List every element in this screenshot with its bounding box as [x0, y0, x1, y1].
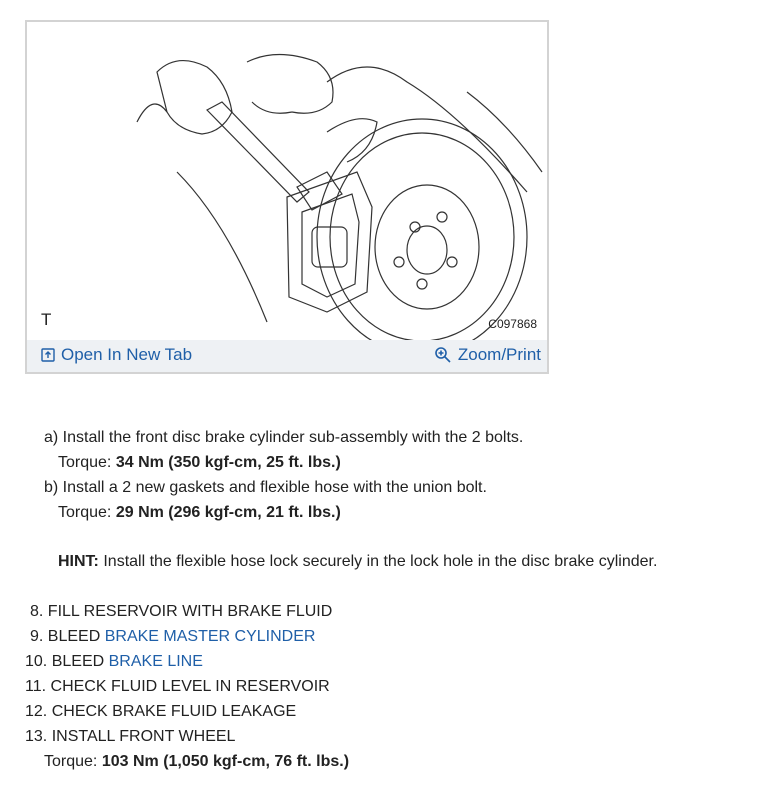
list-item: 8. FILL RESERVOIR WITH BRAKE FLUID	[30, 602, 332, 622]
illustration-panel: T C097868 Open In New Tab Zoom/Print	[25, 20, 549, 374]
list-number: 9.	[30, 628, 44, 645]
figure-toolbar: Open In New Tab Zoom/Print	[27, 340, 547, 372]
list-number: 8.	[30, 603, 44, 620]
step-a-torque: Torque: 34 Nm (350 kgf-cm, 25 ft. lbs.)	[58, 453, 341, 473]
list-number: 13.	[25, 728, 48, 745]
torque-value: 29 Nm (296 kgf-cm, 21 ft. lbs.)	[115, 504, 341, 521]
list-text: FILL RESERVOIR WITH BRAKE FLUID	[47, 603, 333, 620]
torque-value: 34 Nm (350 kgf-cm, 25 ft. lbs.)	[115, 454, 341, 471]
torque-label: Torque:	[44, 753, 98, 770]
torque-label: Torque:	[58, 454, 112, 471]
list-item: 13. INSTALL FRONT WHEEL	[25, 727, 235, 747]
zoom-print-button[interactable]: Zoom/Print	[434, 345, 541, 365]
brake-caliper-illustration	[136, 53, 543, 342]
list-number: 11.	[25, 678, 47, 695]
list-number: 12.	[25, 703, 48, 720]
figure-code: C097868	[488, 317, 537, 331]
list-item: 9. BLEED BRAKE MASTER CYLINDER	[30, 627, 315, 647]
hint: HINT: Install the flexible hose lock sec…	[58, 552, 657, 572]
brake-line-link[interactable]: BRAKE LINE	[108, 653, 203, 670]
step-a-text: a) Install the front disc brake cylinder…	[44, 429, 524, 446]
zoom-label: Zoom/Print	[457, 345, 541, 364]
open-in-new-tab-button[interactable]: Open In New Tab	[41, 345, 192, 365]
list-item: 12. CHECK BRAKE FLUID LEAKAGE	[25, 702, 296, 722]
torque-value: 103 Nm (1,050 kgf-cm, 76 ft. lbs.)	[101, 753, 350, 770]
list-text: BLEED	[51, 653, 105, 670]
list-item: 11. CHECK FLUID LEVEL IN RESERVOIR	[25, 677, 330, 697]
zoom-icon	[435, 347, 451, 363]
brake-master-cylinder-link[interactable]: BRAKE MASTER CYLINDER	[104, 628, 316, 645]
final-torque: Torque: 103 Nm (1,050 kgf-cm, 76 ft. lbs…	[44, 752, 349, 772]
list-text: INSTALL FRONT WHEEL	[51, 728, 236, 745]
list-item: 10. BLEED BRAKE LINE	[25, 652, 203, 672]
list-text: BLEED	[47, 628, 101, 645]
step-b-torque: Torque: 29 Nm (296 kgf-cm, 21 ft. lbs.)	[58, 503, 341, 523]
torque-label: Torque:	[58, 504, 112, 521]
corner-label: T	[41, 310, 52, 329]
hint-text: Install the flexible hose lock securely …	[103, 553, 658, 570]
list-text: CHECK BRAKE FLUID LEAKAGE	[51, 703, 297, 720]
list-number: 10.	[25, 653, 48, 670]
hint-label: HINT:	[58, 553, 99, 570]
open-tab-label: Open In New Tab	[61, 345, 193, 364]
open-tab-icon	[41, 348, 55, 362]
list-text: CHECK FLUID LEVEL IN RESERVOIR	[50, 678, 330, 695]
step-b-text: b) Install a 2 new gaskets and flexible …	[44, 479, 487, 496]
